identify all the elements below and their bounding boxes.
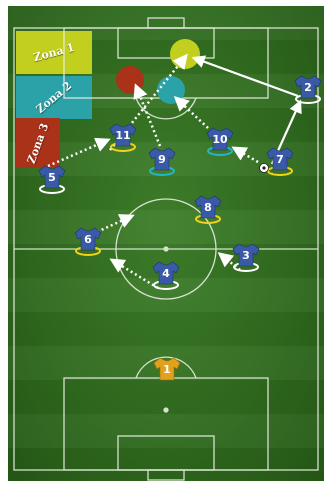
svg-text:6: 6 [84, 233, 92, 246]
target-red [116, 66, 144, 94]
svg-text:3: 3 [242, 249, 250, 262]
player-6: 6 [75, 228, 101, 255]
tactics-diagram: 2 11 10 9 7 5 [8, 6, 324, 481]
football-pitch: Zona 1 Zona 2 Zona 3 [8, 6, 324, 481]
player-8: 8 [195, 196, 221, 223]
player-4: 4 [153, 262, 179, 289]
svg-text:2: 2 [304, 81, 312, 94]
target-cyan [157, 76, 185, 104]
svg-text:1: 1 [163, 363, 171, 376]
arrow-9-to-target-red [136, 86, 160, 146]
player-9: 9 [149, 148, 175, 175]
svg-text:10: 10 [212, 133, 228, 146]
player-10: 10 [207, 128, 233, 155]
arrow-10-to-target-cyan [176, 98, 208, 128]
player-2: 2 [295, 76, 321, 103]
arrow-4-to-6 [112, 260, 158, 288]
player-11: 11 [110, 124, 136, 151]
svg-text:8: 8 [204, 201, 212, 214]
svg-text:9: 9 [158, 153, 166, 166]
svg-text:11: 11 [115, 129, 130, 142]
soccer-ball-icon [260, 164, 269, 173]
arrow-5-to-11 [48, 140, 108, 166]
svg-text:5: 5 [48, 171, 56, 184]
player-1-goalkeeper: 1 [154, 358, 180, 380]
arrow-7-to-10 [234, 148, 258, 162]
player-5: 5 [39, 166, 65, 193]
arrow-2-to-target-yellow [194, 58, 298, 96]
arrow-3-to-8 [220, 254, 240, 270]
target-yellow [170, 39, 200, 69]
svg-text:4: 4 [162, 267, 170, 280]
player-7: 7 [267, 148, 293, 175]
svg-text:7: 7 [276, 153, 284, 166]
player-3: 3 [233, 244, 259, 271]
